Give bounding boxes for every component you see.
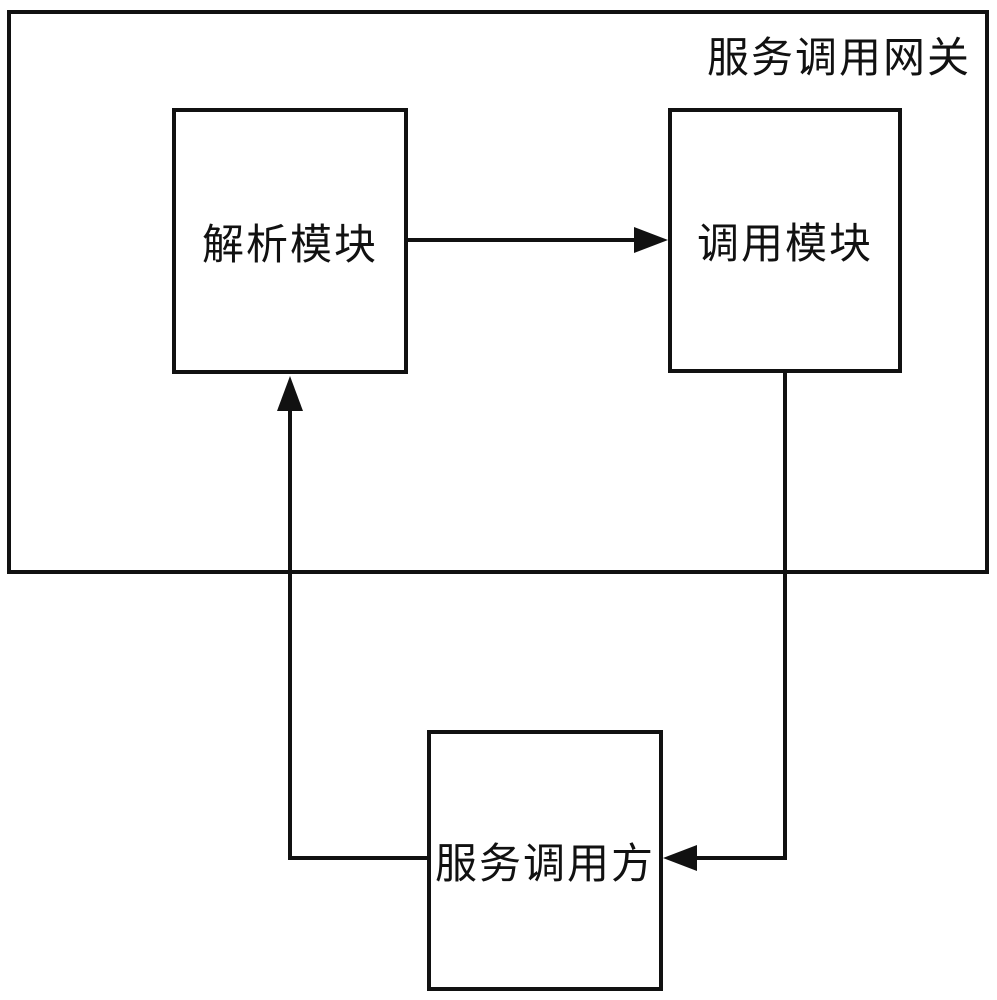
connector-caller-to-parse-horizontal: [288, 856, 429, 860]
invoke-module-label: 调用模块: [696, 219, 873, 268]
parse-module-label: 解析模块: [201, 219, 378, 269]
arrowhead-up-icon: [277, 376, 303, 411]
connector-parse-to-invoke: [406, 238, 636, 242]
parse-module-box: 解析模块: [172, 108, 408, 374]
service-caller-box: 服务调用方: [427, 730, 663, 991]
connector-invoke-to-caller-horizontal: [695, 856, 787, 860]
arrowhead-left-icon: [663, 845, 697, 871]
gateway-label: 服务调用网关: [706, 33, 971, 82]
arrowhead-right-icon: [634, 227, 668, 253]
connector-caller-to-parse-vertical: [288, 404, 292, 860]
invoke-module-box: 调用模块: [668, 108, 902, 373]
service-caller-label: 服务调用方: [434, 839, 655, 888]
gateway-container-box: 服务调用网关: [7, 10, 989, 574]
connector-invoke-to-caller-vertical: [783, 371, 787, 860]
